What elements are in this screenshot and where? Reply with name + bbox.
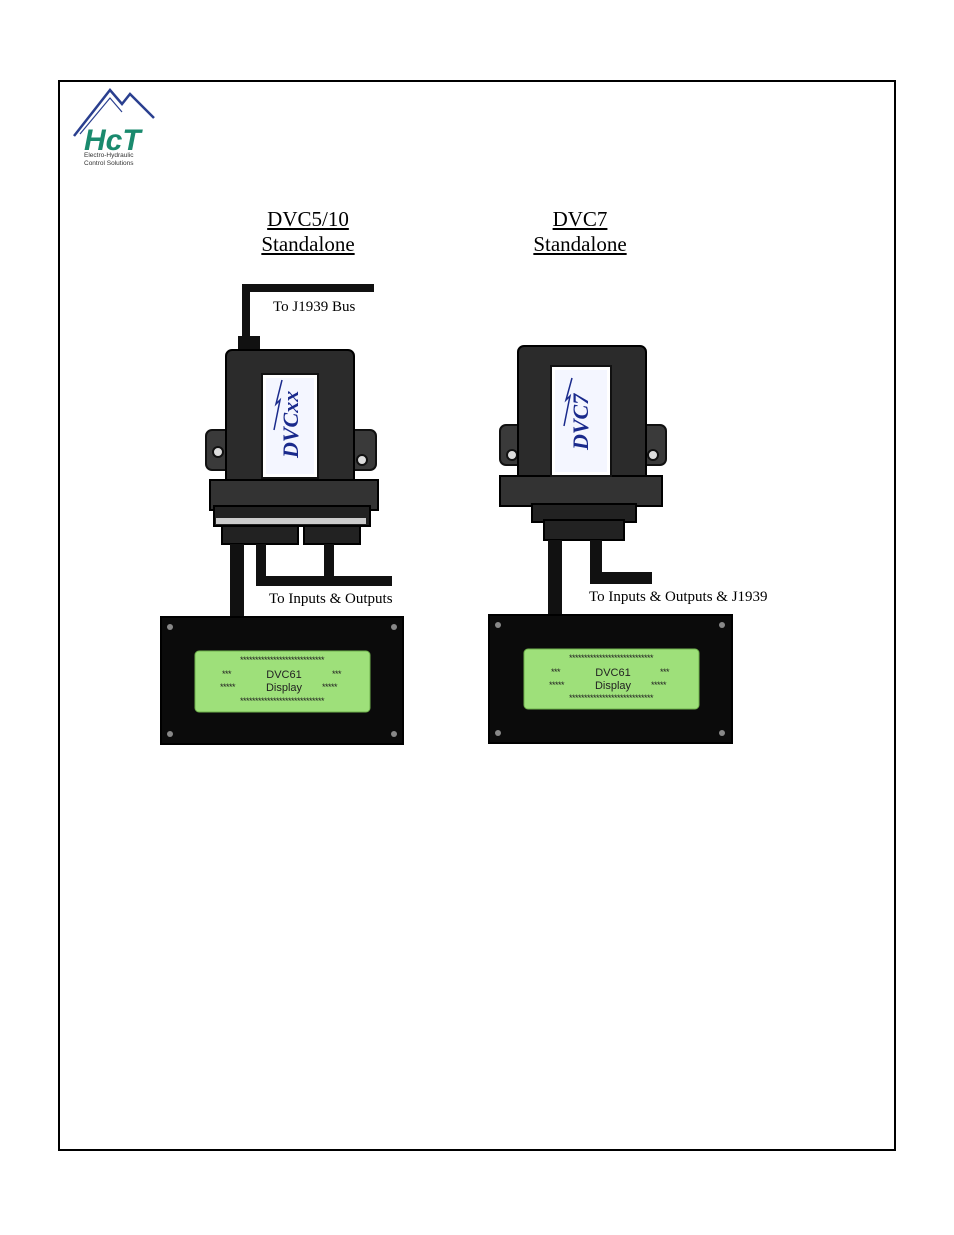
right-heading-line2: Standalone [533, 232, 627, 256]
left-lcd-row2-center: DVC61 [266, 669, 301, 681]
logo-tagline: Electro-Hydraulic Control Solutions [84, 152, 134, 168]
right-display: **************************** *** DVC61 *… [488, 614, 733, 744]
logo-brand: HcT [84, 124, 143, 157]
right-io-cables [548, 540, 652, 616]
left-lcd-row4: **************************** [240, 696, 325, 706]
left-lcd-row3-right: ***** [322, 682, 338, 692]
left-bus-label: To J1939 Bus [273, 299, 355, 315]
right-io-label: To Inputs & Outputs & J1939 [589, 589, 768, 605]
left-bus-cable [238, 284, 374, 350]
left-lcd-row2-left: *** [222, 669, 232, 679]
page-frame [58, 80, 896, 1151]
left-display: **************************** *** DVC61 *… [160, 616, 404, 745]
left-io-label: To Inputs & Outputs [269, 591, 393, 607]
left-lcd-row3-center: Display [266, 682, 303, 694]
left-io-cables [230, 544, 392, 620]
left-lcd-row1: **************************** [240, 655, 325, 665]
right-heading-line1: DVC7 [552, 207, 608, 231]
left-heading: DVC5/10 Standalone [248, 207, 368, 257]
hct-logo: HcT [73, 88, 155, 157]
left-module-label: DVCxx [278, 391, 303, 459]
right-lcd-row2-left: *** [551, 667, 561, 677]
logo-tagline-line2: Control Solutions [84, 160, 134, 167]
left-heading-line1: DVC5/10 [267, 207, 349, 231]
right-lcd-row2-right: *** [660, 667, 670, 677]
right-lcd-row4: **************************** [569, 693, 654, 703]
right-lcd-row1: **************************** [569, 653, 654, 663]
right-module-label: DVC7 [568, 393, 593, 451]
right-lcd-row3-center: Display [595, 680, 632, 692]
right-module: DVC7 [499, 345, 667, 541]
left-lcd-row2-right: *** [332, 669, 342, 679]
right-heading: DVC7 Standalone [520, 207, 640, 257]
left-module: DVCxx [205, 349, 379, 545]
right-lcd-row3-right: ***** [651, 680, 667, 690]
right-lcd-row3-left: ***** [549, 680, 565, 690]
right-lcd-row2-center: DVC61 [595, 667, 630, 679]
left-heading-line2: Standalone [261, 232, 355, 256]
logo-tagline-line1: Electro-Hydraulic [84, 152, 134, 159]
left-lcd-row3-left: ***** [220, 682, 236, 692]
